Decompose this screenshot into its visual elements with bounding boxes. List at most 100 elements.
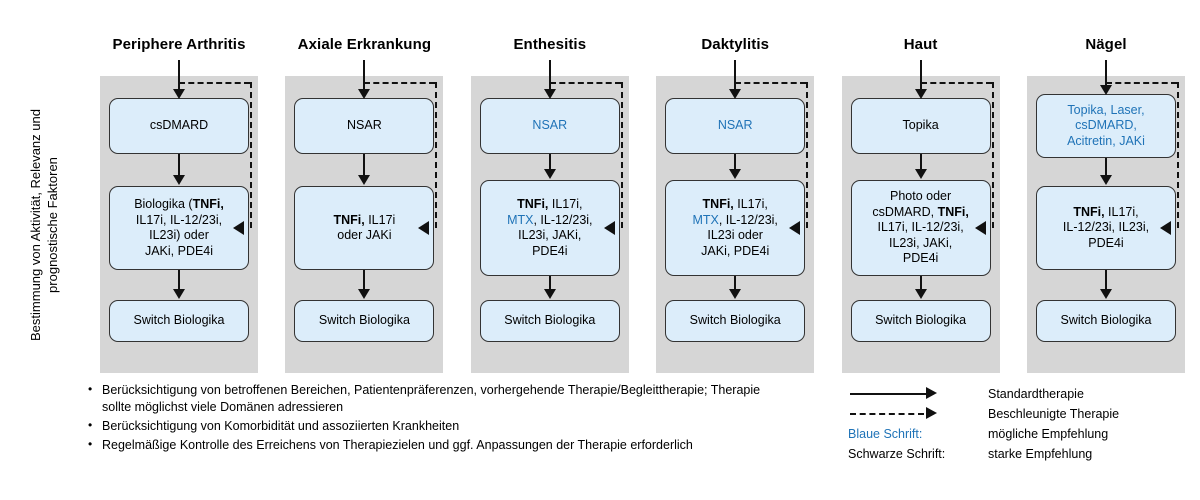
fasttrack-arrowhead (418, 221, 430, 235)
plain-text: csDMARD, (872, 204, 938, 219)
legend-key-label: Schwarze Schrift: (848, 444, 984, 464)
box-text-line: Topika, Laser, (1067, 103, 1145, 119)
treatment-step-1-box[interactable]: NSAR (665, 98, 806, 154)
fasttrack-vertical-segment (806, 82, 809, 228)
solid-arrow-line (850, 393, 928, 395)
box-text-line: csDMARD, (1067, 118, 1145, 134)
box-text-line: oder JAKi (333, 228, 395, 244)
box-text-line: TNFi, IL17i, (1063, 205, 1149, 221)
treatment-step-1-box[interactable]: Topika, Laser,csDMARD,Acitretin, JAKi (1036, 94, 1176, 158)
dashed-arrow-line (850, 413, 924, 415)
column-panel: csDMARD Biologika (TNFi,IL17i, IL-12/23i,… (100, 62, 258, 373)
arrow-step-1-to-step-2 (548, 154, 551, 170)
plain-text: Biologika ( (134, 197, 193, 211)
box-text-line: Biologika (TNFi, (134, 197, 224, 213)
emphasis-text: TNFi, (333, 212, 365, 227)
arrow-step-1-to-step-2 (919, 154, 922, 170)
plain-text: IL17i, IL-12/23i, (877, 220, 964, 235)
fasttrack-vertical-segment (435, 82, 438, 228)
box-text: Switch Biologika (133, 313, 225, 328)
legend-row-1: Standardtherapie (848, 384, 1188, 404)
optional-recommendation-text: csDMARD, (1075, 118, 1137, 133)
treatment-step-3-box[interactable]: Switch Biologika (294, 300, 435, 342)
box-text-line: MTX, IL-12/23i, (692, 213, 777, 229)
box-text-line: IL-12/23i, IL23i, (1063, 220, 1149, 236)
axis-label-text: Bestimmung von Aktivität, Relevanz und p… (27, 75, 61, 375)
legend-row-2: Beschleunigte Therapie (848, 404, 1188, 424)
box-text-line: PDE4i (1063, 236, 1149, 252)
legend-row-3: Blaue Schrift:mögliche Empfehlung (848, 424, 1188, 444)
box-text: NSAR (347, 118, 382, 133)
fasttrack-arrowhead (1160, 221, 1171, 235)
arrow-step-1-to-step-2 (363, 154, 366, 176)
plain-text: PDE4i (902, 251, 939, 266)
treatment-column-1: Periphere Arthritis csDMARD Biologika (TNF… (100, 36, 258, 376)
plain-text: IL23i oder (707, 228, 763, 242)
box-text-line: IL17i, IL-12/23i, (872, 220, 969, 236)
treatment-step-3-box[interactable]: Switch Biologika (1036, 300, 1176, 342)
treatment-step-3-box[interactable]: Switch Biologika (479, 300, 620, 342)
box-text-line: Photo oder (872, 189, 969, 205)
treatment-step-1-box[interactable]: csDMARD (109, 98, 249, 154)
treatment-step-2-box[interactable]: Biologika (TNFi,IL17i, IL-12/23i,IL23i) … (109, 186, 249, 270)
footer: Berücksichtigung von betroffenen Bereich… (0, 381, 1200, 500)
legend-value-text: Standardtherapie (988, 387, 1084, 401)
legend-key-text: Schwarze Schrift: (848, 447, 946, 461)
treatment-step-2-box[interactable]: TNFi, IL17i,IL-12/23i, IL23i,PDE4i (1036, 186, 1176, 270)
column-title: Periphere Arthritis (112, 36, 246, 53)
treatment-step-1-box[interactable]: Topika (850, 98, 991, 154)
plain-text: IL17i (364, 212, 396, 227)
plain-text: IL17i, (733, 197, 768, 211)
plain-text: IL23i) oder (149, 228, 209, 242)
box-text-line: MTX, IL-12/23i, (507, 213, 592, 229)
plain-text: IL17i, (1104, 204, 1139, 219)
box-text: NSAR (717, 118, 753, 133)
box-text: Switch Biologika (504, 313, 596, 328)
axis-label-line-2: prognostische Faktoren (45, 157, 60, 293)
arrow-step-1-to-step-2 (178, 154, 180, 176)
fasttrack-vertical-segment (250, 82, 252, 228)
plain-text: oder JAKi (337, 228, 392, 242)
fasttrack-arrowhead (603, 221, 615, 235)
fasttrack-arrowhead (233, 221, 244, 235)
arrow-into-step-1 (734, 62, 737, 90)
plain-text: IL23i, JAKi, (888, 235, 953, 250)
treatment-step-3-box[interactable]: Switch Biologika (109, 300, 249, 342)
emphasis-text: TNFi, (702, 197, 734, 211)
plain-text: IL17i, IL-12/23i, (135, 212, 223, 227)
fasttrack-arrowhead (789, 221, 801, 235)
plain-text: PDE4i (532, 243, 568, 258)
emphasis-text: TNFi, (1073, 204, 1105, 219)
treatment-step-1-box[interactable]: NSAR (479, 98, 620, 154)
plain-text: Photo oder (890, 189, 952, 204)
column-title: Haut (903, 36, 938, 53)
fasttrack-top-segment (735, 82, 807, 84)
activity-assessment-axis-label: Bestimmung von Aktivität, Relevanz und p… (24, 75, 64, 375)
plain-text: IL17i, (548, 197, 583, 211)
treatment-step-2-box[interactable]: TNFi, IL17i,MTX, IL-12/23i,IL23i, JAKi,P… (479, 180, 620, 276)
box-text: Topika (902, 118, 939, 133)
optional-recommendation-text: MTX (692, 212, 719, 227)
box-text-line: IL23i, JAKi, (872, 236, 969, 252)
arrow-step-2-to-step-3 (363, 270, 366, 290)
treatment-step-3-box[interactable]: Switch Biologika (665, 300, 806, 342)
legend-value-text: Beschleunigte Therapie (988, 407, 1120, 421)
column-title: Daktylitis (701, 36, 770, 53)
box-text: Topika, Laser,csDMARD,Acitretin, JAKi (1067, 103, 1145, 150)
plain-text: IL-12/23i, IL23i, (1062, 220, 1150, 235)
dashed-arrow-icon (848, 404, 984, 424)
treatment-step-1-box[interactable]: NSAR (294, 98, 435, 154)
treatment-step-3-box[interactable]: Switch Biologika (850, 300, 991, 342)
